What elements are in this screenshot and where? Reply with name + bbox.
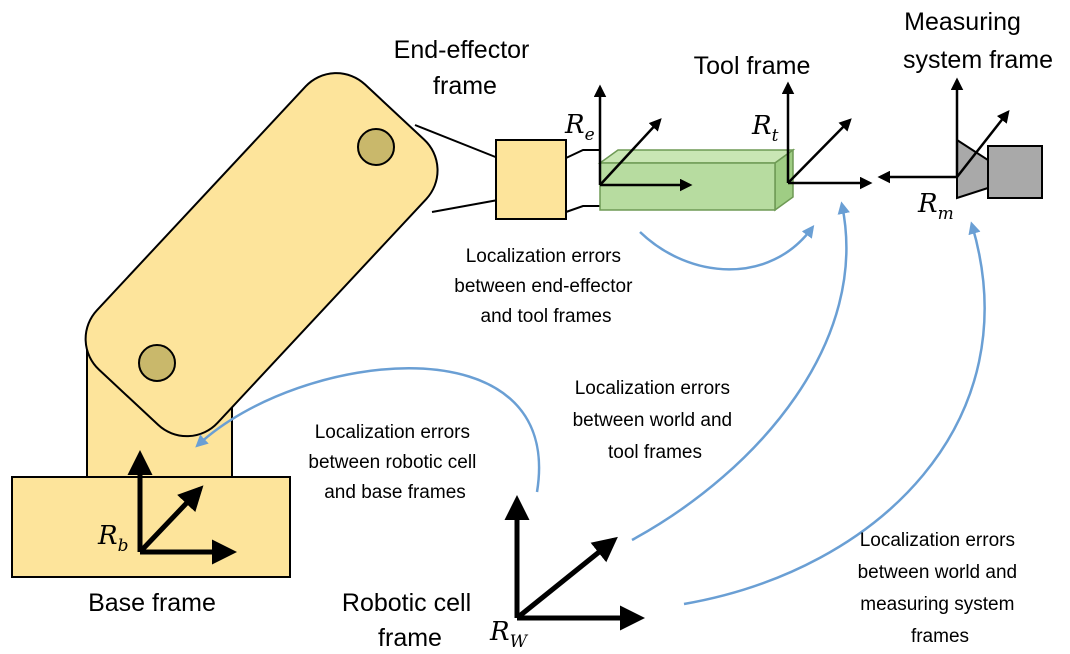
symbol-measuring: Rm: [917, 189, 954, 224]
error-arcs: [195, 201, 986, 606]
arc-cell-base: [195, 367, 541, 493]
robot-arm: [11, 72, 499, 578]
tool-box: [597, 148, 796, 212]
arc-world-tool: [631, 201, 850, 542]
gripper-top: [565, 149, 600, 159]
robot-base-block: [11, 476, 291, 578]
arc-end-effector-tool: [639, 224, 815, 271]
label-tool-frame: Tool frame: [694, 52, 811, 80]
symbol-tool: Rt: [751, 111, 779, 146]
robot-joint-lower: [138, 344, 176, 382]
symbol-world: RW: [489, 617, 529, 652]
tool-front-face: [599, 162, 776, 211]
measuring-frame-axes: [877, 77, 1010, 184]
end-effector-frame-axes: [593, 84, 693, 192]
tool-frame-axes: [781, 81, 873, 190]
arc-world-measuring: [683, 221, 986, 606]
annotation-world-measuring: Localization errors between world and me…: [858, 530, 1023, 647]
label-robotic-cell-frame: Robotic cell frame: [342, 589, 478, 652]
label-measuring-system-frame: Measuring system frame: [903, 8, 1053, 74]
wrist-line-bottom: [431, 199, 499, 213]
annotation-end-effector-tool: Localization errors between end-effector…: [454, 246, 637, 327]
gripper-bottom: [565, 205, 600, 213]
camera-body: [987, 145, 1043, 199]
symbol-base: Rb: [97, 521, 128, 556]
measuring-system: [956, 138, 1043, 200]
world-frame-axes: [504, 495, 645, 631]
robot-upper-arm: [84, 72, 439, 438]
label-end-effector-frame: End-effector frame: [394, 36, 537, 100]
end-effector-block: [495, 139, 567, 220]
robot-joint-upper: [357, 128, 395, 166]
annotation-world-tool: Localization errors between world and to…: [573, 378, 738, 463]
base-frame-axes: [127, 450, 237, 565]
label-base-frame: Base frame: [88, 589, 216, 617]
annotation-cell-base: Localization errors between robotic cell…: [308, 422, 481, 503]
camera-lens: [956, 138, 989, 200]
end-effector: [495, 139, 600, 220]
wrist-line-top: [414, 124, 499, 159]
symbol-end-effector: Re: [564, 110, 595, 145]
